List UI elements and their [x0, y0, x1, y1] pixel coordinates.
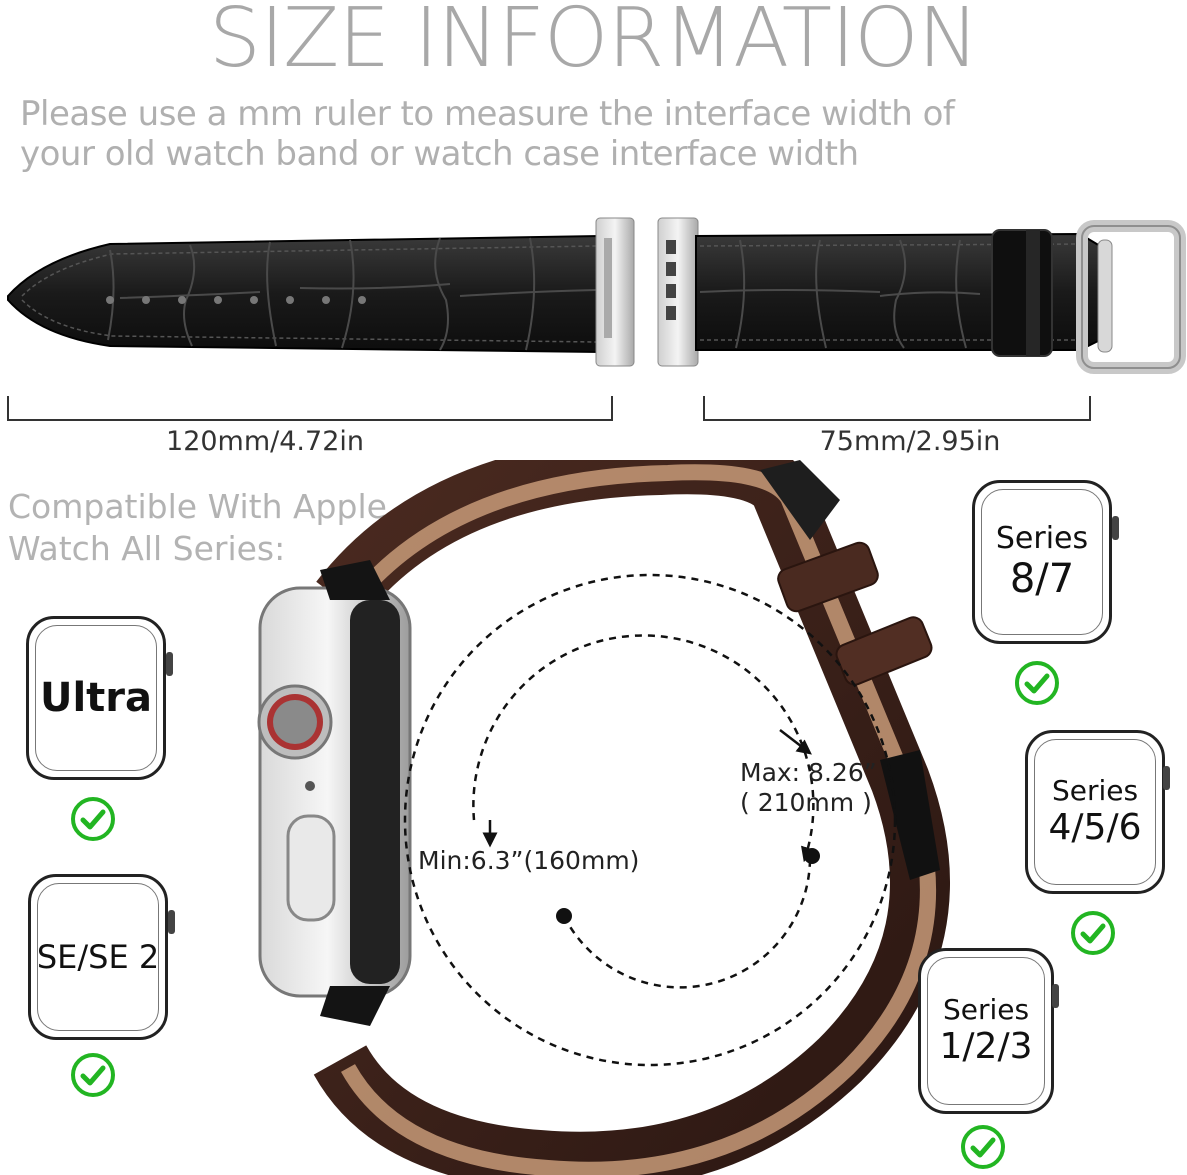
- instruction-line-1: Please use a mm ruler to measure the int…: [20, 94, 955, 134]
- crown-icon: [1163, 766, 1170, 790]
- watch-outline-icon: Series 4/5/6: [1025, 730, 1165, 894]
- instruction-line-2: your old watch band or watch case interf…: [20, 134, 859, 174]
- max-size-label: Max: 8.26”: [740, 758, 877, 787]
- watch-outline-icon: Ultra: [26, 616, 166, 780]
- measure-brackets: [7, 396, 1091, 421]
- crown-icon: [168, 910, 175, 934]
- right-strap-length: 75mm/2.95in: [819, 426, 1001, 457]
- check-icon: [961, 1125, 1005, 1169]
- measure-instructions: Please use a mm ruler to measure the int…: [20, 94, 1020, 174]
- left-strap-piece: [7, 217, 635, 367]
- watch-outline-icon: Series 1/2/3: [918, 948, 1054, 1114]
- watch-outline-icon: Series 8/7: [972, 480, 1112, 644]
- model-label-line-1: Series: [1051, 774, 1139, 808]
- model-label-line-2: 1/2/3: [939, 1026, 1033, 1068]
- watch-with-brown-strap: [257, 460, 950, 1175]
- model-label-line-1: Series: [995, 520, 1089, 556]
- check-icon: [71, 1053, 115, 1097]
- check-icon: [71, 797, 115, 841]
- left-strap-length: 120mm/4.72in: [166, 426, 364, 457]
- check-icon: [1071, 911, 1115, 955]
- crown-icon: [1112, 516, 1119, 540]
- model-label: Ultra: [39, 675, 153, 721]
- model-label: SE/SE 2: [36, 937, 160, 976]
- page-title: SIZE INFORMATION: [208, 0, 979, 86]
- min-size-label: Min:6.3”(160mm): [418, 846, 640, 875]
- crown-icon: [1052, 984, 1059, 1008]
- model-label-line-2: 8/7: [1009, 556, 1075, 603]
- right-strap-piece: [657, 217, 1186, 374]
- check-icon: [1015, 661, 1059, 705]
- model-label-line-1: Series: [942, 993, 1030, 1027]
- watch-outline-icon: SE/SE 2: [28, 874, 168, 1040]
- max-size-mm-label: ( 210mm ): [740, 788, 872, 817]
- compatibility-heading: Compatible With Apple Watch All Series:: [8, 486, 408, 570]
- compatibility-heading-line-1: Compatible With Apple: [8, 487, 387, 526]
- black-strap-illustration: [7, 217, 1186, 421]
- model-label-line-2: 4/5/6: [1048, 807, 1142, 849]
- compatibility-heading-line-2: Watch All Series:: [8, 529, 286, 568]
- crown-icon: [166, 652, 173, 676]
